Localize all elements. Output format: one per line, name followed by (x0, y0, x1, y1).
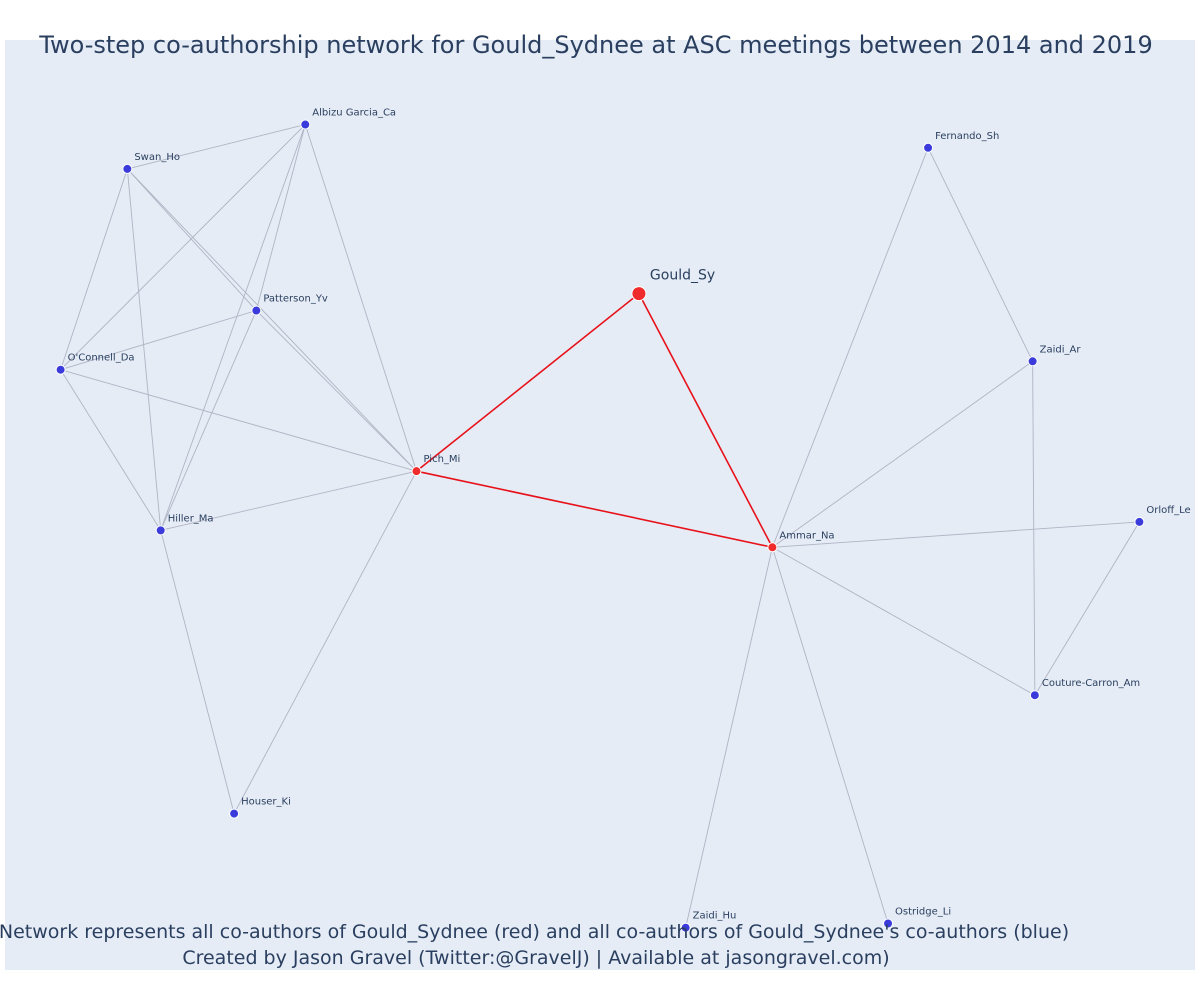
edge-pich-mi-hiller-ma (160, 470, 417, 531)
edge-patterson-yv-hiller-ma (160, 310, 257, 531)
edge-pich-mi-houser-ki (233, 470, 417, 814)
node-zaidi-hu[interactable] (680, 922, 691, 933)
node-label-albizu-garcia-ca: Albizu Garcia_Ca (312, 108, 396, 119)
node-pich-mi[interactable] (411, 466, 422, 477)
node-label-zaidi-hu: Zaidi_Hu (693, 911, 737, 922)
node-label-swan-ho: Swan_Ho (134, 152, 180, 163)
edge-gould-sy-ammar-na (638, 293, 774, 548)
node-ostridge-li[interactable] (883, 918, 894, 929)
edge-albizu-garcia-ca-hiller-ma (160, 124, 306, 531)
edge-albizu-garcia-ca-o-connell-da (60, 124, 306, 371)
edge-ammar-na-zaidi-ar (772, 360, 1033, 548)
node-label-gould-sy: Gould_Sy (650, 268, 715, 284)
edge-albizu-garcia-ca-swan-ho (127, 124, 306, 170)
edge-swan-ho-hiller-ma (126, 168, 162, 531)
caption-line-2: Created by Jason Gravel (Twitter:@Gravel… (182, 947, 889, 969)
node-label-orloff-le: Orloff_Le (1146, 505, 1190, 516)
edge-pich-mi-swan-ho (127, 168, 417, 472)
node-houser-ki[interactable] (229, 808, 240, 819)
node-ammar-na[interactable] (767, 542, 778, 553)
edge-fernando-sh-zaidi-ar (927, 147, 1034, 362)
edge-ammar-na-ostridge-li (771, 547, 889, 924)
edge-ammar-na-orloff-le (772, 521, 1140, 548)
node-label-houser-ki: Houser_Ki (241, 797, 291, 808)
edge-layer (60, 124, 1140, 928)
node-label-ostridge-li: Ostridge_Li (895, 907, 951, 918)
caption-line-1: Network represents all co-authors of Gou… (0, 921, 1069, 943)
node-label-couture-carron-am: Couture-Carron_Am (1042, 678, 1140, 689)
node-label-pich-mi: Pich_Mi (423, 454, 460, 465)
node-label-ammar-na: Ammar_Na (779, 530, 834, 541)
edge-orloff-le-couture-carron-am (1034, 521, 1140, 696)
edge-hiller-ma-houser-ki (160, 530, 235, 814)
node-label-zaidi-ar: Zaidi_Ar (1040, 344, 1082, 355)
edge-pich-mi-ammar-na (416, 470, 773, 549)
edge-albizu-garcia-ca-patterson-yv (255, 124, 306, 311)
node-label-hiller-ma: Hiller_Ma (168, 513, 214, 524)
node-zaidi-ar[interactable] (1027, 356, 1038, 367)
chart-title: Two-step co-authorship network for Gould… (38, 31, 1152, 59)
node-albizu-garcia-ca[interactable] (300, 119, 311, 130)
edge-ammar-na-zaidi-hu (685, 547, 773, 928)
node-orloff-le[interactable] (1134, 516, 1145, 527)
edge-o-connell-da-hiller-ma (60, 369, 162, 531)
node-o-connell-da[interactable] (55, 364, 66, 375)
node-gould-sy[interactable] (631, 286, 647, 302)
node-layer (55, 119, 1145, 933)
node-label-fernando-sh: Fernando_Sh (935, 131, 999, 142)
node-label-patterson-yv: Patterson_Yv (263, 294, 328, 305)
edge-gould-sy-pich-mi (415, 293, 640, 472)
edge-zaidi-ar-couture-carron-am (1032, 361, 1036, 696)
edge-swan-ho-patterson-yv (127, 168, 257, 311)
plot-background (5, 40, 1195, 970)
edge-pich-mi-albizu-garcia-ca (304, 124, 417, 472)
edge-ammar-na-couture-carron-am (772, 546, 1036, 696)
node-label-o-connell-da: O'Connell_Da (68, 353, 135, 364)
edge-swan-ho-o-connell-da (60, 168, 128, 370)
edge-patterson-yv-o-connell-da (60, 310, 257, 371)
edge-ammar-na-fernando-sh (771, 147, 929, 548)
node-patterson-yv[interactable] (251, 305, 262, 316)
node-couture-carron-am[interactable] (1029, 690, 1040, 701)
node-swan-ho[interactable] (122, 163, 133, 174)
edge-pich-mi-patterson-yv (256, 310, 417, 472)
node-fernando-sh[interactable] (923, 142, 934, 153)
node-hiller-ma[interactable] (155, 525, 166, 536)
edge-pich-mi-o-connell-da (60, 369, 417, 472)
